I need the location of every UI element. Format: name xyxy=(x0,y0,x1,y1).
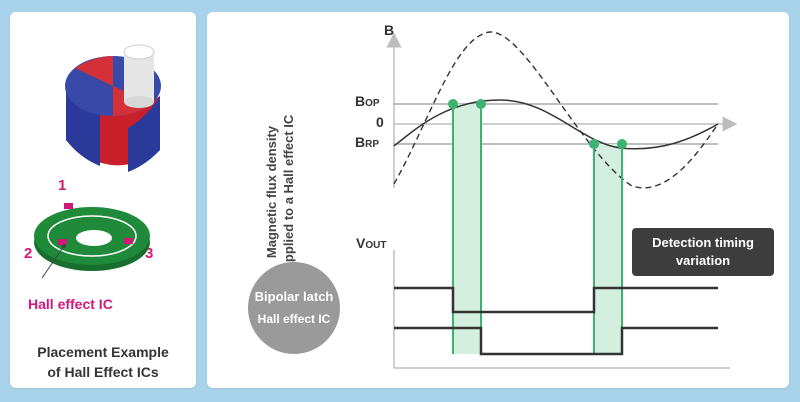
bipolar-latch-badge: Bipolar latch Hall effect IC xyxy=(248,262,340,354)
placement-caption: Placement Example of Hall Effect ICs xyxy=(37,344,169,380)
hall-ic-chip-2 xyxy=(58,239,67,245)
pin-2-label: 2 xyxy=(24,245,33,262)
bop-label-sub: OP xyxy=(365,98,380,109)
zero-label: 0 xyxy=(376,114,384,130)
vout-signal-1 xyxy=(394,286,718,314)
pin-3-label: 3 xyxy=(145,245,154,262)
flux-curve-solid xyxy=(393,99,719,150)
hall-ic-chip-1 xyxy=(64,203,73,209)
vout-label-sub: OUT xyxy=(365,240,387,251)
hall-ic-leader-line xyxy=(41,245,65,279)
bop-point-solid xyxy=(476,99,486,109)
flux-axis-title: Magnetic flux density applied to a Hall … xyxy=(264,114,296,270)
vout-label: VOUT xyxy=(356,235,386,251)
bop-label-main: B xyxy=(355,93,366,109)
bop-point-dashed xyxy=(448,99,458,109)
detection-timing-note: Detection timing variation xyxy=(632,228,774,276)
hall-ic-chip-3 xyxy=(124,238,133,244)
magnet-shaft xyxy=(124,52,154,102)
pin-1-label: 1 xyxy=(58,177,67,194)
rotating-magnet-illustration xyxy=(65,44,161,172)
detection-band-1 xyxy=(453,104,481,354)
detection-band-2 xyxy=(594,144,622,354)
flux-curve-dashed xyxy=(393,31,719,189)
brp-point-solid xyxy=(589,139,599,149)
hall-ic-label: Hall effect IC xyxy=(28,296,113,312)
vout-label-main: V xyxy=(356,235,366,251)
vout-signal-2 xyxy=(394,326,718,356)
bipolar-badge-subtitle: Hall effect IC xyxy=(257,312,331,326)
brp-label-main: B xyxy=(355,134,366,150)
vout-graph xyxy=(393,250,730,369)
brp-point-dashed xyxy=(617,139,627,149)
b-axis-label: B xyxy=(384,22,395,38)
flux-density-graph xyxy=(386,31,738,354)
brp-label: BRP xyxy=(355,134,379,150)
hall-ic-ring-board xyxy=(34,203,150,279)
brp-label-sub: RP xyxy=(365,139,380,150)
bop-label: BOP xyxy=(355,93,380,109)
bipolar-badge-title: Bipolar latch xyxy=(254,289,334,304)
